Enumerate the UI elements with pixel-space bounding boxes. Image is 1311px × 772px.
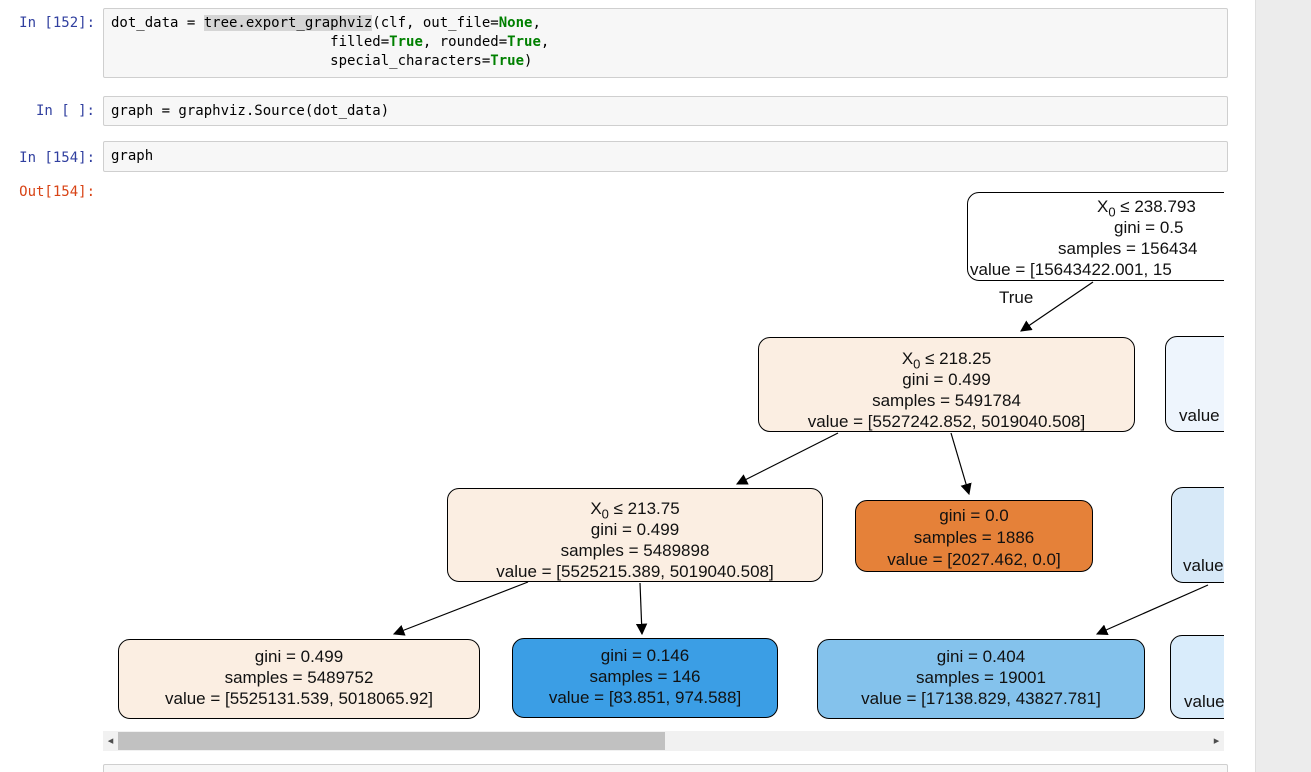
tree-node-root: X0 ≤ 238.793 gini = 0.5 samples = 156434… <box>967 192 1224 281</box>
tree-node-l2: X0 ≤ 218.25 gini = 0.499 samples = 54917… <box>758 337 1135 432</box>
scroll-left-arrow-icon[interactable]: ◂ <box>107 735 114 747</box>
horizontal-scrollbar[interactable]: ◂ ▸ <box>103 731 1224 751</box>
node-value: value = [83.851, 974.588] <box>548 688 742 707</box>
node-value: value <box>1179 406 1220 425</box>
code-token: filled= <box>111 34 390 50</box>
page-gutter <box>1255 0 1311 772</box>
code-token: , rounded= <box>422 34 508 50</box>
tree-node-leaf-orange: gini = 0.0 samples = 1886 value = [2027.… <box>855 500 1093 572</box>
code-token: graph = graphviz.Source(dot_data) <box>111 103 390 119</box>
tree-node-l3-right-partial: value <box>1171 487 1224 583</box>
code-area[interactable]: graph = graphviz.Source(dot_data) <box>104 97 1227 121</box>
input-prompt-empty: In [ ]: <box>35 103 95 119</box>
input-prompt-154: In [154]: <box>19 150 95 166</box>
tree-node-b1: gini = 0.499 samples = 5489752 value = [… <box>118 639 480 719</box>
code-token: , <box>540 34 550 50</box>
input-prompt-152: In [152]: <box>19 15 95 31</box>
node-gini: gini = 0.404 <box>936 647 1026 666</box>
node-value: value <box>1183 556 1224 575</box>
output-prompt-154: Out[154]: <box>19 184 95 200</box>
node-gini: gini = 0.146 <box>600 646 690 665</box>
edge-label-true: True <box>999 288 1034 307</box>
node-samples: samples = 5491784 <box>872 391 1021 410</box>
tree-edges <box>392 281 1209 636</box>
node-samples: samples = 19001 <box>916 668 1046 687</box>
code-token: special_characters= <box>111 53 491 69</box>
code-token: , <box>532 15 541 31</box>
code-area[interactable]: dot_data = tree.export_graphviz(clf, out… <box>104 9 1227 71</box>
code-line: filled=True, rounded=True, <box>111 33 1219 52</box>
node-gini: gini = 0.499 <box>254 647 344 666</box>
node-value: value = [2027.462, 0.0] <box>887 550 1061 569</box>
node-samples: samples = 5489898 <box>560 541 710 560</box>
node-gini: gini = 0.499 <box>902 370 991 389</box>
code-area[interactable]: graph <box>104 142 1227 166</box>
node-split-rule: X0 ≤ 218.25 <box>901 349 992 372</box>
code-keyword: None <box>498 15 533 31</box>
node-gini: gini = 0.0 <box>939 506 1009 525</box>
node-gini: gini = 0.5 <box>1114 218 1184 237</box>
code-token: (clf, out_file= <box>372 15 499 31</box>
code-input-empty[interactable]: graph = graphviz.Source(dot_data) <box>103 96 1228 126</box>
code-input-152[interactable]: dot_data = tree.export_graphviz(clf, out… <box>103 8 1228 78</box>
code-input-154[interactable]: graph <box>103 141 1228 172</box>
node-split-rule: X0 ≤ 238.793 <box>1097 197 1196 220</box>
code-token: tree.export_graphviz <box>203 15 373 31</box>
tree-node-b4-partial: value <box>1170 635 1224 719</box>
decision-tree-output: True X0 ≤ 238.793 gini = 0.5 samples = 1… <box>118 192 1224 719</box>
tree-node-l3: X0 ≤ 213.75 gini = 0.499 samples = 54898… <box>447 488 823 582</box>
code-keyword: True <box>507 34 541 50</box>
node-value: value <box>1184 692 1224 711</box>
next-cell-input[interactable] <box>103 764 1228 772</box>
node-split-rule: X0 ≤ 213.75 <box>590 499 680 522</box>
node-samples: samples = 146 <box>589 667 701 686</box>
node-samples: samples = 1886 <box>913 528 1035 547</box>
node-value: value = [5525131.539, 5018065.92] <box>165 689 433 708</box>
code-keyword: True <box>490 53 525 69</box>
scroll-right-arrow-icon[interactable]: ▸ <box>1213 735 1220 747</box>
node-samples: samples = 5489752 <box>224 668 374 687</box>
code-line: graph <box>111 147 1219 166</box>
code-line: graph = graphviz.Source(dot_data) <box>111 102 1219 121</box>
node-gini: gini = 0.499 <box>590 520 680 539</box>
scrollbar-thumb[interactable] <box>118 732 665 750</box>
code-keyword: True <box>389 34 423 50</box>
code-token: graph <box>111 148 154 164</box>
node-value: value = [17138.829, 43827.781] <box>861 689 1101 708</box>
code-token: ) <box>524 53 533 69</box>
tree-node-l2-right-partial: value <box>1165 336 1224 432</box>
code-token: dot_data = <box>111 15 204 31</box>
code-line: dot_data = tree.export_graphviz(clf, out… <box>111 14 1219 33</box>
node-samples: samples = 156434 <box>1058 239 1198 258</box>
tree-node-b3: gini = 0.404 samples = 19001 value = [17… <box>817 639 1145 719</box>
node-value: value = [5525215.389, 5019040.508] <box>496 562 774 581</box>
node-value: value = [5527242.852, 5019040.508] <box>807 412 1086 431</box>
code-line: special_characters=True) <box>111 52 1219 71</box>
node-value: value = [15643422.001, 15 <box>970 260 1172 279</box>
tree-node-b2: gini = 0.146 samples = 146 value = [83.8… <box>512 638 778 718</box>
